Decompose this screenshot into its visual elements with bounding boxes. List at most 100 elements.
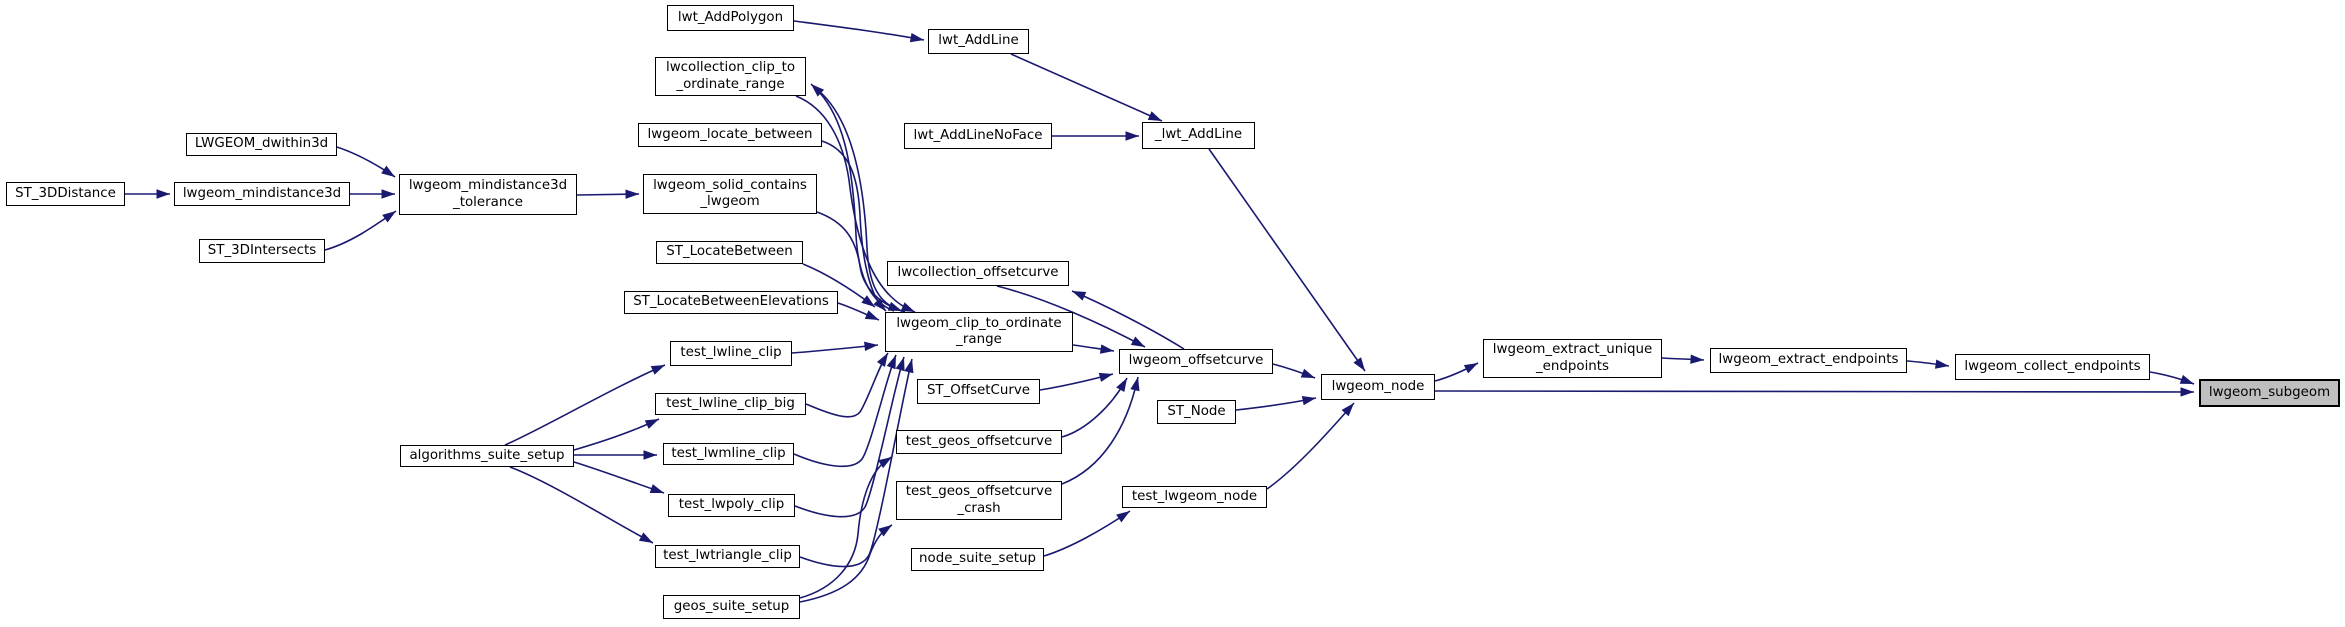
node-lwgeom_locate_between[interactable]: lwgeom_locate_between (638, 123, 822, 147)
edge-test_lwline_clip_big-to-lwgeom_clip_to_ordinate_range (805, 352, 889, 418)
node-test_lwline_clip_big[interactable]: test_lwline_clip_big (655, 393, 806, 415)
node-lwgeom_mindistance3d[interactable]: lwgeom_mindistance3d (174, 182, 350, 206)
edge-test_lwtriangle_clip-to-lwgeom_clip_to_ordinate_range (799, 358, 913, 568)
node-lwgeom_subgeom[interactable]: lwgeom_subgeom (2199, 379, 2340, 407)
node-lwgeom_collect_endpoints[interactable]: lwgeom_collect_endpoints (1955, 354, 2150, 380)
arrowhead-lwgeom_mindistance3d-to-lwgeom_mindistance3d_tolerance (381, 189, 395, 199)
arrowhead-lwgeom_clip_to_ordinate_range-to-lwgeom_offsetcurve (1099, 344, 1114, 354)
node-lwgeom_node[interactable]: lwgeom_node (1321, 374, 1435, 400)
arrowhead-lwgeom_offsetcurve-to-lwgeom_node (1300, 368, 1315, 378)
node-ST_Node[interactable]: ST_Node (1157, 400, 1236, 424)
node-label-line: test_lwmline_clip (671, 445, 786, 461)
node-test_lwtriangle_clip[interactable]: test_lwtriangle_clip (655, 545, 800, 568)
node-label-line: _endpoints (1535, 358, 1610, 374)
node-label-line: test_geos_offsetcurve (905, 433, 1053, 449)
arrowhead-ST_3DIntersects-to-lwgeom_mindistance3d_tolerance (382, 211, 396, 223)
node-label-line: LWGEOM_dwithin3d (194, 136, 329, 152)
node-lwt_AddLine[interactable]: lwt_AddLine (928, 29, 1029, 54)
node-label-line: lwt_AddLine (938, 33, 1019, 49)
arrowhead-lwgeom_node-to-lwgeom_extract_unique_endpoints (1463, 363, 1478, 374)
edge-test_lwgeom_node-to-lwgeom_node (1266, 402, 1355, 490)
arrowhead-lwcollection_offsetcurve-to-lwgeom_offsetcurve (1130, 336, 1145, 347)
node-test_geos_offsetcurve[interactable]: test_geos_offsetcurve (896, 430, 1062, 454)
arrowhead-lwt_AddLineNoFace-to-_lwt_AddLine (1125, 131, 1139, 141)
node-geos_suite_setup[interactable]: geos_suite_setup (663, 595, 800, 619)
node-label-line: test_lwtriangle_clip (663, 548, 792, 564)
node-label-line: lwcollection_offsetcurve (897, 265, 1059, 281)
arrowhead-lwt_AddLine-to-_lwt_AddLine (1147, 111, 1162, 121)
node-label-line: lwgeom_offsetcurve (1128, 353, 1264, 369)
node-label-line: lwcollection_clip_to (665, 60, 796, 75)
arrowhead-algorithms_suite_setup-to-test_lwpoly_clip (649, 484, 664, 494)
edge-test_lwpoly_clip-to-lwgeom_clip_to_ordinate_range (794, 356, 905, 518)
node-lwcollection_offsetcurve[interactable]: lwcollection_offsetcurve (887, 261, 1069, 286)
node-lwgeom_solid_contains_lwgeom[interactable]: lwgeom_solid_contains_lwgeom (643, 174, 817, 214)
node-label-line: lwgeom_clip_to_ordinate (896, 315, 1062, 331)
node-ST_3DDistance[interactable]: ST_3DDistance (6, 182, 125, 206)
arrowhead-geos_suite_setup-to-test_geos_offsetcurve_crash (878, 525, 892, 537)
node-lwgeom_mindistance3d_tolerance[interactable]: lwgeom_mindistance3d_tolerance (399, 174, 577, 215)
node-label-line: lwgeom_extract_unique (1492, 342, 1653, 357)
node-label-line: _range (956, 332, 1002, 347)
node-test_lwline_clip[interactable]: test_lwline_clip (670, 341, 792, 366)
arrowhead-lwt_AddPolygon-to-lwt_AddLine (909, 32, 924, 43)
node-label-line: _tolerance (453, 194, 523, 210)
arrowhead-algorithms_suite_setup-to-test_lwline_clip_big (644, 419, 659, 429)
node-test_lwgeom_node[interactable]: test_lwgeom_node (1122, 486, 1267, 508)
node-label-line: ST_Node (1167, 403, 1226, 419)
edge-lwgeom_locate_between-to-lwgeom_clip_to_ordinate_range (821, 140, 887, 312)
edge-lwgeom_node-to-lwgeom_subgeom (1434, 390, 2195, 393)
edge-algorithms_suite_setup-to-test_lwline_clip (504, 364, 666, 446)
node-label-line: test_lwline_clip_big (666, 395, 795, 411)
node-_lwt_AddLine[interactable]: _lwt_AddLine (1142, 122, 1255, 149)
node-lwgeom_clip_to_ordinate_range[interactable]: lwgeom_clip_to_ordinate_range (885, 312, 1073, 352)
arrowhead-ST_OffsetCurve-to-lwgeom_offsetcurve (1098, 372, 1113, 382)
node-label-line: algorithms_suite_setup (409, 447, 565, 463)
node-label-line: ST_3DDistance (15, 185, 116, 201)
node-lwgeom_extract_endpoints[interactable]: lwgeom_extract_endpoints (1710, 348, 1907, 373)
node-label-line: _lwgeom (700, 194, 760, 209)
node-label-line: lwgeom_subgeom (2208, 384, 2331, 400)
node-label-line: ST_OffsetCurve (926, 383, 1031, 399)
arrowhead-ST_Node-to-lwgeom_node (1301, 396, 1316, 406)
arrowhead-test_lwtriangle_clip-to-lwgeom_clip_to_ordinate_range (904, 359, 914, 374)
node-ST_LocateBetween[interactable]: ST_LocateBetween (656, 241, 803, 264)
arrowhead-ST_3DDistance-to-lwgeom_mindistance3d (156, 189, 170, 199)
node-lwgeom_offsetcurve[interactable]: lwgeom_offsetcurve (1119, 349, 1273, 374)
edge-lwgeom_clip_to_ordinate_range-to-lwcollection_clip_to_ordinate_range-strand2 (813, 86, 906, 313)
arrowhead-geos_suite_setup-to-test_geos_offsetcurve (878, 457, 892, 469)
node-ST_3DIntersects[interactable]: ST_3DIntersects (199, 239, 325, 263)
node-algorithms_suite_setup[interactable]: algorithms_suite_setup (400, 445, 574, 467)
arrowhead-test_lwgeom_node-to-lwgeom_node (1341, 403, 1354, 417)
edge-test_geos_offsetcurve_crash-to-lwgeom_offsetcurve (1061, 376, 1139, 485)
node-LWGEOM_dwithin3d[interactable]: LWGEOM_dwithin3d (186, 133, 337, 156)
node-test_geos_offsetcurve_crash[interactable]: test_geos_offsetcurve_crash (896, 481, 1062, 520)
arrowhead-algorithms_suite_setup-to-test_lwline_clip (650, 365, 665, 375)
edge-geos_suite_setup-to-test_geos_offsetcurve (799, 456, 893, 599)
node-label-line: _lwt_AddLine (1154, 127, 1243, 143)
node-label-line: test_lwgeom_node (1131, 488, 1258, 504)
arrowhead-test_lwmline_clip-to-lwgeom_clip_to_ordinate_range (886, 355, 896, 370)
node-lwgeom_extract_unique_endpoints[interactable]: lwgeom_extract_unique_endpoints (1483, 339, 1662, 378)
arrowhead-lwgeom_mindistance3d_tolerance-to-lwgeom_solid_contains_lwgeom (625, 189, 639, 199)
node-label-line: ST_LocateBetween (666, 244, 793, 260)
node-ST_OffsetCurve[interactable]: ST_OffsetCurve (917, 379, 1040, 404)
node-test_lwpoly_clip[interactable]: test_lwpoly_clip (668, 494, 795, 517)
edge-algorithms_suite_setup-to-test_lwline_clip_big (573, 418, 660, 451)
node-lwt_AddPolygon[interactable]: lwt_AddPolygon (667, 5, 794, 31)
arrowhead-lwgeom_extract_endpoints-to-lwgeom_collect_endpoints (1934, 359, 1949, 369)
node-test_lwmline_clip[interactable]: test_lwmline_clip (663, 443, 794, 465)
node-ST_LocateBetweenElevations[interactable]: ST_LocateBetweenElevations (624, 291, 838, 314)
arrowhead-lwgeom_extract_unique_endpoints-to-lwgeom_extract_endpoints (1690, 354, 1704, 364)
node-label-line: geos_suite_setup (673, 598, 790, 614)
node-lwcollection_clip_to_ordinate_range[interactable]: lwcollection_clip_to_ordinate_range (655, 57, 806, 96)
node-label-line: ST_3DIntersects (207, 242, 317, 258)
node-label-line: test_lwpoly_clip (678, 497, 785, 513)
node-label-line: lwt_AddLineNoFace (913, 127, 1043, 143)
node-label-line: lwgeom_extract_endpoints (1718, 352, 1899, 368)
node-lwt_AddLineNoFace[interactable]: lwt_AddLineNoFace (904, 123, 1052, 149)
node-label-line: _ordinate_range (676, 76, 785, 92)
node-node_suite_setup[interactable]: node_suite_setup (911, 548, 1044, 571)
